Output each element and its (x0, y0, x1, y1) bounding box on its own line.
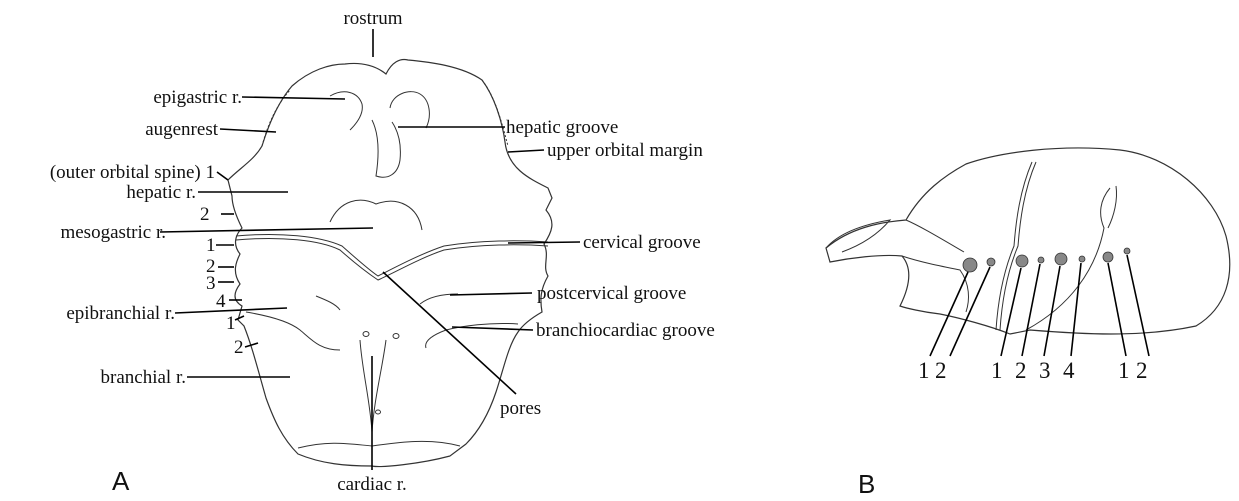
spine-number: 2 (1015, 358, 1027, 383)
pores-leader (383, 272, 516, 394)
spine-dot (1103, 252, 1113, 262)
cervical-groove-lateral-2 (1000, 162, 1036, 330)
panel-letter-b: B (858, 469, 875, 499)
cervical-groove-leader (508, 242, 580, 243)
spine-number: 1 (1118, 358, 1130, 383)
label-branchiocardiac-groove: branchiocardiac groove (536, 320, 715, 341)
cervical-groove-line-2 (236, 238, 548, 280)
spine-leader (1071, 263, 1081, 356)
pore-right (393, 334, 399, 339)
label-branchial: branchial r. (101, 367, 186, 388)
mesogastric-leader (160, 228, 373, 232)
label-augenrest: augenrest (145, 119, 219, 140)
spine-leader (1022, 264, 1040, 356)
label-pores: pores (500, 398, 541, 419)
spine-number: 4 (216, 291, 226, 312)
antennal-notch (902, 256, 968, 312)
label-hepatic-r: hepatic r. (126, 182, 196, 203)
spine-number: 1 (991, 358, 1003, 383)
spine-number: 2 (1136, 358, 1148, 383)
mesogastric-outline (330, 200, 422, 230)
spine-number: 1 (206, 235, 216, 256)
pore-cardiac (376, 410, 381, 414)
label-cervical-groove: cervical groove (583, 232, 701, 253)
spine-number: 1 (226, 313, 236, 334)
epigastric-ridge-left (330, 92, 362, 130)
rostral-spine (826, 220, 890, 252)
spine-dot (1038, 257, 1044, 263)
label-cardiac: cardiac r. (337, 474, 407, 495)
label-hepatic-groove: hepatic groove (506, 117, 618, 138)
spine-number: 2 (234, 337, 244, 358)
hepatic-groove-line (372, 120, 400, 177)
spine-number: 2 (935, 358, 947, 383)
epigastric-leader (242, 97, 345, 99)
label-mesogastric: mesogastric r. (60, 222, 166, 243)
label-upper-orbital: upper orbital margin (547, 140, 703, 161)
label-rostrum: rostrum (343, 8, 402, 29)
branchiocardiac-groove-line (246, 312, 340, 350)
cervical-groove-line (236, 234, 548, 276)
spine-dot (987, 258, 995, 266)
spine-number: 2 (200, 204, 210, 225)
label-epigastric: epigastric r. (153, 87, 242, 108)
spine-leader (1044, 266, 1060, 356)
upper-orbital-leader (508, 150, 544, 152)
spine-number: 1 (918, 358, 930, 383)
spine-number: 4 (1063, 358, 1075, 383)
cardiac-outline (360, 340, 386, 432)
spine-dot (1055, 253, 1067, 265)
spine-leader (1108, 263, 1126, 356)
panel-b: 1 2 1 2 3 4 1 2 B (826, 148, 1230, 499)
spine-leader (1127, 255, 1149, 356)
panel-a: rostrum epigastric r. augenrest (outer o… (50, 8, 715, 496)
posterior-margin (298, 441, 460, 448)
cervical-groove-lateral-1 (996, 162, 1032, 330)
panel-letter-a: A (112, 466, 130, 496)
spine-dot (1016, 255, 1028, 267)
spine-dot (963, 258, 977, 272)
outer-orbital-leader (217, 172, 228, 180)
label-postcervical-groove: postcervical groove (537, 283, 686, 304)
epigastric-ridge-right (390, 92, 429, 128)
spine-number: 3 (1039, 358, 1051, 383)
label-epibranchial: epibranchial r. (66, 303, 175, 324)
spine-number: 3 (206, 273, 216, 294)
spine-dot (1124, 248, 1130, 254)
postcervical-groove-leader (450, 293, 532, 295)
pore-left (363, 332, 369, 337)
branchiocardiac-groove-lateral-2 (1108, 186, 1117, 228)
orbital-ridge (906, 220, 964, 252)
spine-leader (950, 267, 990, 356)
postcervical-groove-left (316, 296, 340, 310)
label-outer-orbital: (outer orbital spine) 1 (50, 162, 215, 183)
lateral-outline (826, 148, 1230, 334)
spine-leader (1001, 268, 1021, 356)
spine-dot (1079, 256, 1085, 262)
